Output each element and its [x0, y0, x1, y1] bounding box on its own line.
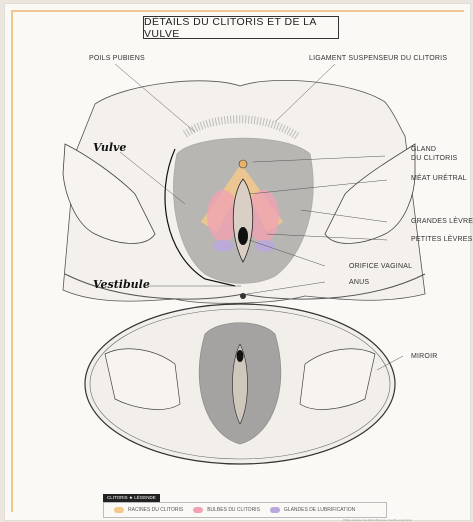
- legend-item-glandes: GLANDES DE LUBRIFICATION: [270, 507, 355, 513]
- poster-title: DÉTAILS DU CLITORIS ET DE LA VULVE: [143, 16, 339, 39]
- label-gland: GLAND DU CLITORIS: [411, 145, 457, 163]
- legend-item-bulbes: BULBES DU CLITORIS: [193, 507, 260, 513]
- legend-item-racines: RACINES DU CLITORIS: [114, 507, 183, 513]
- label-poils-pubiens: POILS PUBIENS: [89, 54, 145, 63]
- label-ligament: LIGAMENT SUSPENSEUR DU CLITORIS: [309, 54, 447, 63]
- poster: DÉTAILS DU CLITORIS ET DE LA VULVE POILS…: [4, 3, 471, 521]
- label-orifice-vaginal: ORIFICE VAGINAL: [349, 262, 412, 271]
- legend-tag: CLITORIS ★ LÉGENDE: [103, 494, 160, 502]
- legend-swatch-glandes: [270, 507, 280, 513]
- label-miroir: MIROIR: [411, 352, 437, 361]
- legend-swatch-racines: [114, 507, 124, 513]
- handwritten-vulve: Vulve: [93, 141, 126, 154]
- credit-line: https://www.ma-bibliotheque-credits.exam…: [343, 518, 411, 522]
- legend: RACINES DU CLITORIS BULBES DU CLITORIS G…: [103, 502, 387, 518]
- legend-swatch-bulbes: [193, 507, 203, 513]
- label-petites-levres: PETITES LÈVRES: [411, 235, 473, 244]
- label-meat-uretral: MÉAT URÉTRAL: [411, 174, 467, 183]
- label-anus: ANUS: [349, 278, 369, 287]
- handwritten-vestibule: Vestibule: [93, 278, 150, 291]
- label-grandes-levres: GRANDES LÈVRES: [411, 217, 473, 226]
